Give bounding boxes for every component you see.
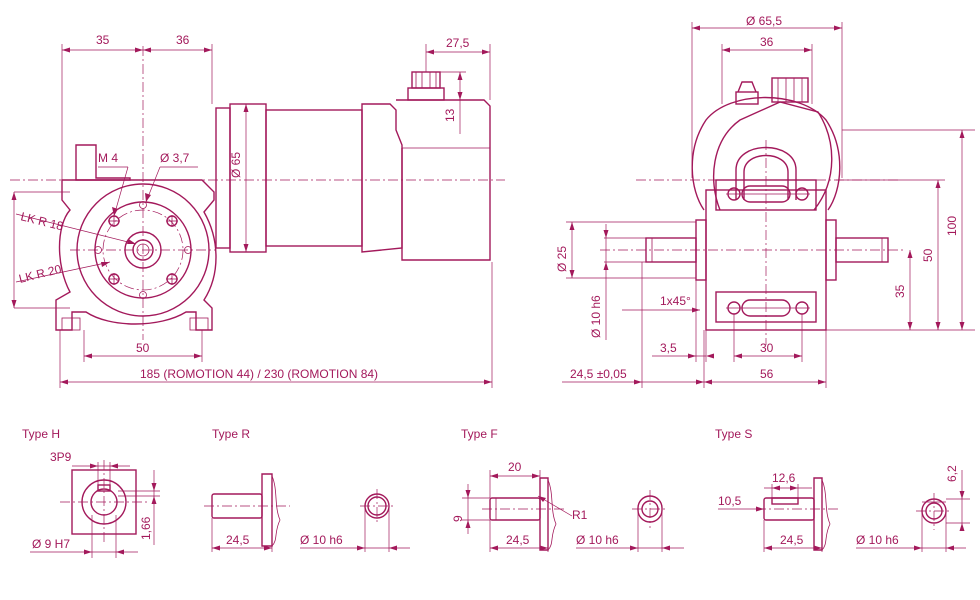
dim-d65: Ø 65 <box>229 152 243 178</box>
cable-gland <box>735 91 759 105</box>
dim-36-side: 36 <box>760 35 774 49</box>
foot-right <box>189 317 209 331</box>
dim-lkr20: LK R 20 <box>17 262 63 286</box>
type-r-dim-d10h6: Ø 10 h6 <box>300 533 343 547</box>
type-s-flat <box>771 497 799 505</box>
type-s-dim-6-2: 6,2 <box>945 465 959 482</box>
dim-13: 13 <box>443 108 457 122</box>
connector-base <box>407 87 445 101</box>
dim-m4: M 4 <box>98 151 118 165</box>
type-r-title: Type R <box>212 427 250 441</box>
type-h-dim-d9h7: Ø 9 H7 <box>32 537 70 551</box>
type-h-title: Type H <box>22 427 60 441</box>
dim-d25: Ø 25 <box>555 246 569 272</box>
dim-56: 56 <box>760 367 774 381</box>
connector <box>771 77 809 103</box>
front-view: 35 36 27,5 13 M 4 Ø 3,7 Ø 65 LK R 18 <box>10 33 505 388</box>
type-r-detail: Type R 24,5 Ø 10 h6 <box>204 427 410 552</box>
motor-flange-ring <box>215 107 231 249</box>
dim-chamfer: 1x45° <box>660 294 691 308</box>
type-s-title: Type S <box>715 427 752 441</box>
motor-body <box>265 109 363 247</box>
type-f-flange <box>539 477 549 551</box>
side-view: Ø 65,5 36 Ø 25 Ø 10 h6 1x45° 3,5 <box>555 14 975 388</box>
type-r-break <box>271 475 281 547</box>
type-s-dim-10-5: 10,5 <box>718 494 742 508</box>
type-r-dim-24-5: 24,5 <box>226 533 250 547</box>
type-h-detail: Type H 3P9 1,66 Ø 9 H7 <box>22 427 160 558</box>
type-s-dim-24-5: 24,5 <box>780 533 804 547</box>
dim-3-5: 3,5 <box>660 341 677 355</box>
type-s-break <box>821 479 831 551</box>
type-h-dim-1-66: 1,66 <box>139 516 153 540</box>
dim-d10h6-side: Ø 10 h6 <box>589 295 603 338</box>
shaft-left <box>645 237 697 263</box>
gearbox-housing <box>55 179 217 331</box>
type-f-dim-24-5: 24,5 <box>506 533 530 547</box>
type-s-dim-12-6: 12,6 <box>772 471 796 485</box>
motor-end-cap <box>361 103 403 253</box>
dim-35: 35 <box>96 33 110 47</box>
dim-lkr18: LK R 18 <box>19 209 65 233</box>
type-r-flange <box>261 473 273 547</box>
dim-50-side: 50 <box>921 248 935 262</box>
dim-30: 30 <box>760 341 774 355</box>
type-s-dim-d10h6: Ø 10 h6 <box>856 533 899 547</box>
type-f-title: Type F <box>461 427 498 441</box>
type-h-dim-3p9: 3P9 <box>50 450 72 464</box>
inner-arch-2 <box>743 154 789 200</box>
dim-100: 100 <box>945 216 959 236</box>
type-s-detail: Type S 12,6 10,5 24,5 6,2 <box>715 427 970 552</box>
bolt-holes <box>94 201 192 299</box>
dim-24-5-tol: 24,5 ±0,05 <box>570 367 627 381</box>
dim-27-5: 27,5 <box>446 36 470 50</box>
type-f-dim-r1: R1 <box>572 508 588 522</box>
foot-left <box>61 317 81 331</box>
type-f-dim-9: 9 <box>451 515 465 522</box>
motor-rear <box>396 99 491 261</box>
type-f-dim-d10h6: Ø 10 h6 <box>576 533 619 547</box>
type-f-dim-20: 20 <box>508 460 522 474</box>
type-f-break <box>547 479 557 551</box>
type-s-flange <box>813 477 823 551</box>
dim-d3-7: Ø 3,7 <box>160 151 190 165</box>
dim-d65-5: Ø 65,5 <box>746 14 782 28</box>
type-f-detail: Type F 20 9 R1 24,5 Ø 10 <box>451 427 684 552</box>
dim-35-side: 35 <box>893 284 907 298</box>
dim-50: 50 <box>136 341 150 355</box>
dim-total-length: 185 (ROMOTION 44) / 230 (ROMOTION 84) <box>140 367 378 381</box>
dim-36: 36 <box>176 33 190 47</box>
cable-gland-top <box>737 81 757 93</box>
